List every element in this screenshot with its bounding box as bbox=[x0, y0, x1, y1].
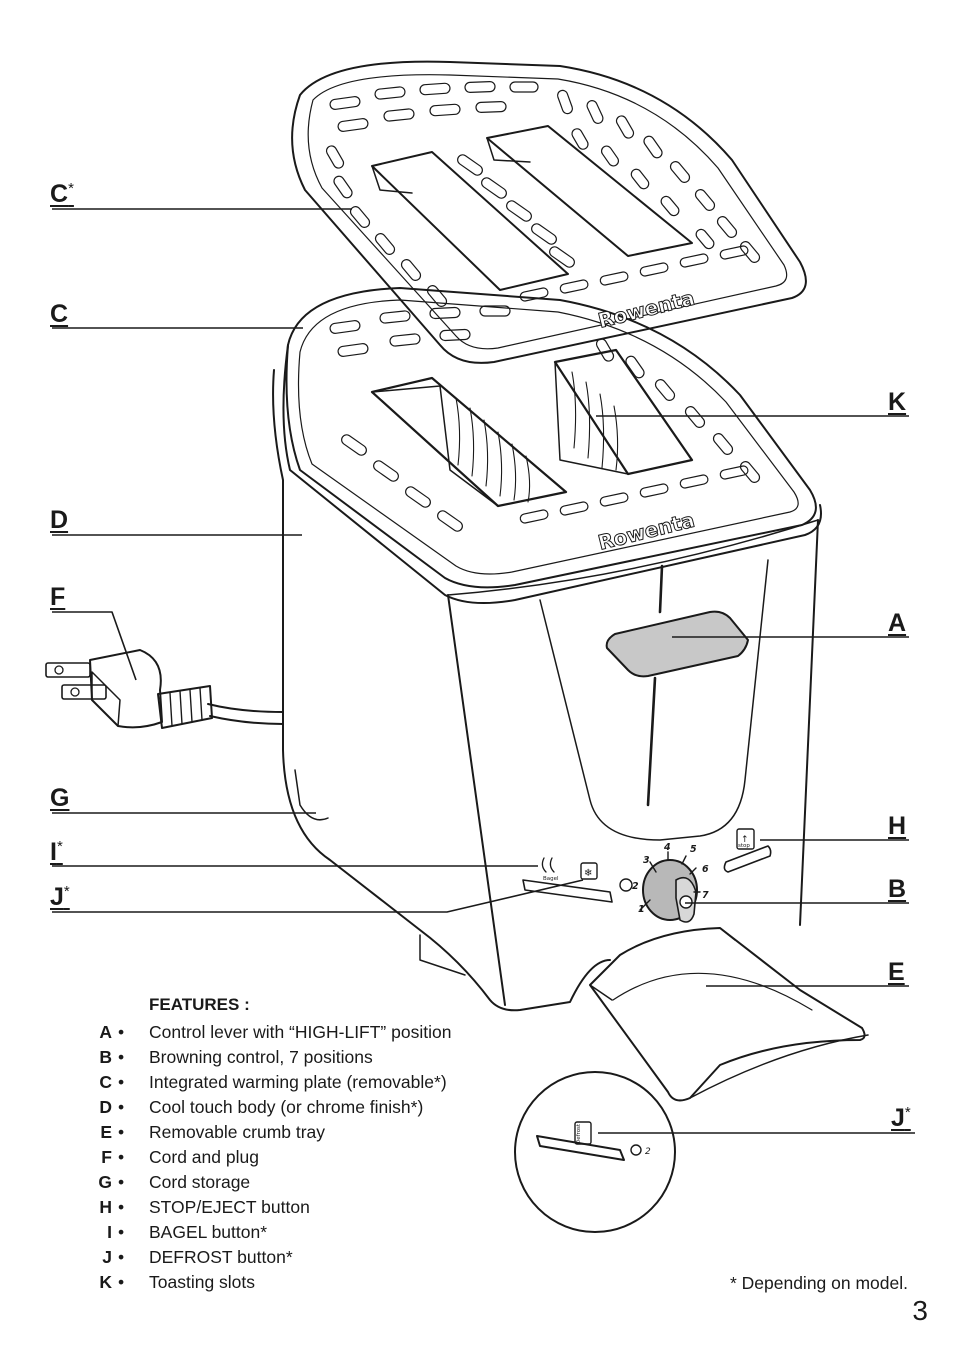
callout-c: C bbox=[50, 300, 69, 328]
features-title: FEATURES : bbox=[149, 995, 250, 1014]
browning-dial bbox=[619, 851, 701, 923]
dial-number-6: 6 bbox=[702, 864, 709, 875]
bagel-defrost-slider bbox=[522, 879, 613, 903]
callout-b: B bbox=[888, 875, 907, 903]
bullet: • bbox=[118, 1247, 125, 1267]
bullet: • bbox=[118, 1097, 125, 1117]
plug-prong-top bbox=[45, 662, 91, 678]
detail-defrost-slider bbox=[536, 1135, 625, 1161]
detail-position-2: 2 bbox=[645, 1147, 651, 1157]
bagel-icon bbox=[541, 857, 555, 873]
callout-f: F bbox=[50, 583, 66, 611]
bagel-button-label: Bagel bbox=[543, 876, 559, 882]
callout-e: E bbox=[888, 958, 905, 986]
bullet: • bbox=[118, 1022, 125, 1042]
callout-j-star: J* bbox=[50, 883, 70, 911]
dial-number-5: 5 bbox=[690, 844, 697, 855]
warming-plate-vents bbox=[325, 81, 761, 307]
button-panel bbox=[522, 828, 772, 903]
stop-arrow-icon: ↑ bbox=[741, 835, 749, 845]
crumb-tray bbox=[589, 927, 869, 1102]
callout-k: K bbox=[888, 388, 907, 416]
top-vents bbox=[329, 305, 761, 532]
brand-logo-body: Rowenta bbox=[596, 508, 697, 555]
leader-lines bbox=[52, 208, 915, 1134]
dial-number-1: 1 bbox=[638, 904, 645, 915]
callout-i-star: I* bbox=[50, 838, 63, 866]
bullet: • bbox=[118, 1072, 125, 1092]
toaster-body bbox=[272, 369, 819, 1012]
toaster-top bbox=[282, 287, 822, 604]
cord-and-plug bbox=[45, 649, 284, 729]
detail-defrost-button bbox=[574, 1121, 592, 1145]
callout-a: A bbox=[888, 609, 907, 637]
callout-j-star-detail: J* bbox=[891, 1104, 911, 1132]
dial-number-4: 4 bbox=[663, 842, 671, 853]
warming-plate bbox=[291, 60, 807, 364]
bullet: • bbox=[118, 1047, 125, 1067]
stop-eject-button bbox=[723, 845, 772, 873]
callout-c-star: C* bbox=[50, 180, 74, 208]
control-lever bbox=[605, 610, 749, 678]
slot-guide-wires bbox=[455, 371, 619, 503]
dial-number-3: 3 bbox=[643, 855, 650, 866]
bullet: • bbox=[118, 1122, 125, 1142]
footnote: * Depending on model. bbox=[729, 1273, 908, 1293]
stop-button-label: stop bbox=[738, 843, 750, 849]
defrost-button bbox=[580, 862, 598, 880]
dial-number-2: 2 bbox=[632, 881, 639, 892]
detail-defrost-label: Defrost bbox=[576, 1123, 582, 1144]
bullet: • bbox=[118, 1147, 125, 1167]
plug-prong-bottom bbox=[61, 684, 107, 700]
dial-number-7: 7 bbox=[702, 890, 709, 901]
bullet: • bbox=[118, 1222, 125, 1242]
defrost-detail-magnifier bbox=[514, 1071, 676, 1233]
callout-d: D bbox=[50, 506, 69, 534]
bullet: • bbox=[118, 1197, 125, 1217]
callout-g: G bbox=[50, 784, 70, 812]
callout-h: H bbox=[888, 812, 907, 840]
bullet: • bbox=[118, 1172, 125, 1192]
page-number: 3 bbox=[912, 1295, 928, 1326]
brand-logo-plate: Rowenta bbox=[596, 286, 697, 333]
defrost-button-icon: ❄ bbox=[584, 868, 592, 879]
bullet: • bbox=[118, 1272, 125, 1292]
